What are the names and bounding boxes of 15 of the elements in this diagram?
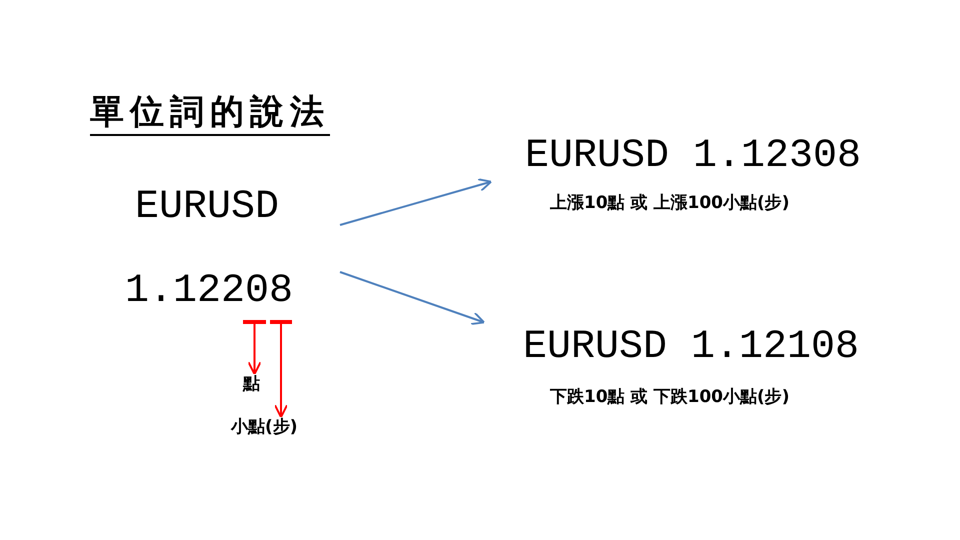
unit-label: 點 xyxy=(243,373,263,395)
arrow xyxy=(248,324,262,376)
movement-text: 下跌10點 或 下跌100小點(步) xyxy=(550,386,790,408)
arrow xyxy=(340,178,492,226)
currency-pair-text: EURUSD xyxy=(135,186,280,230)
arrow xyxy=(274,324,288,418)
unit-label: 小點(步) xyxy=(231,416,341,440)
movement-text: 上漲10點 或 上漲100小點(步) xyxy=(550,192,790,214)
quote-text: EURUSD 1.12308 xyxy=(525,135,862,179)
underline-bar xyxy=(270,320,292,324)
quote-text: EURUSD 1.12108 xyxy=(523,326,860,370)
underline-bar xyxy=(243,320,266,324)
title: 單位詞的說法 xyxy=(90,92,330,136)
arrow xyxy=(340,271,486,326)
price-text: 1.12208 xyxy=(125,270,294,314)
